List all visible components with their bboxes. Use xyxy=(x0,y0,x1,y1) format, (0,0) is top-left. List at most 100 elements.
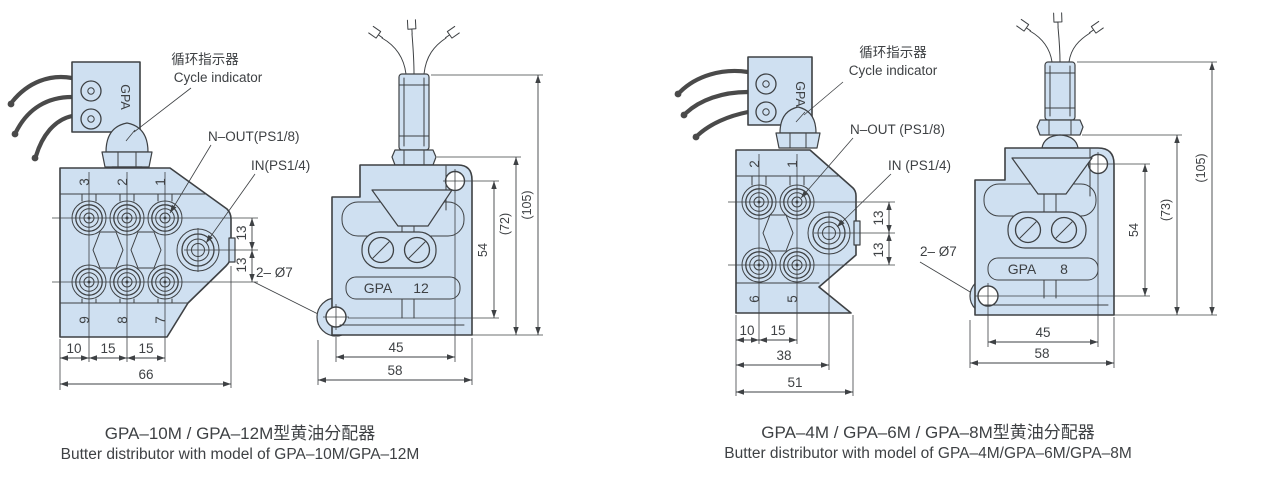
model-size: 8 xyxy=(1060,261,1068,277)
port-channels xyxy=(751,175,805,186)
port-number: 3 xyxy=(77,178,92,186)
cycle-indicator-label-cn: 循环指示器 xyxy=(171,52,239,67)
dim-label: 13 xyxy=(234,225,249,240)
cycle-indicator-label-en: Cycle indicator xyxy=(174,70,263,85)
dim-label: 45 xyxy=(388,340,403,355)
hex-relief xyxy=(92,231,124,269)
dimension-side: (105) (72) 54 45 58 xyxy=(318,75,541,383)
wire-leads xyxy=(7,75,75,162)
side-body-relief xyxy=(983,157,1109,306)
dimension-total-width: 51 xyxy=(736,375,853,395)
n-out-label: N–OUT (PS1/8) xyxy=(850,122,945,137)
leader-line xyxy=(803,81,844,116)
gpa8-front-view: GPA xyxy=(674,56,895,396)
dim-label: 13 xyxy=(871,242,886,257)
caption-cn: GPA–4M / GPA–6M / GPA–8M型黄油分配器 xyxy=(761,423,1094,442)
cycle-indicator-label-cn: 循环指示器 xyxy=(859,45,927,60)
port-number: 9 xyxy=(77,316,92,324)
dim-label: 38 xyxy=(776,348,791,363)
dim-label: 66 xyxy=(138,367,153,382)
port-number: 1 xyxy=(153,178,168,186)
leader-tick xyxy=(795,111,806,123)
dim-label: 15 xyxy=(100,341,115,356)
extension-lines xyxy=(969,61,1217,368)
port-channels xyxy=(81,193,173,304)
leader-line xyxy=(205,173,256,244)
model-size: 12 xyxy=(413,280,429,296)
screw xyxy=(1014,216,1042,244)
gpa8-side-view: GPA 8 (105) (73) 54 45 58 xyxy=(969,12,1217,368)
dimension-total-width: 66 xyxy=(60,367,231,387)
screw xyxy=(367,236,395,264)
dim-label: 58 xyxy=(1034,346,1049,361)
hex-relief xyxy=(130,231,162,269)
dimension-port-spacing: 13 13 xyxy=(234,218,255,282)
side-body-relief xyxy=(339,189,465,326)
cable-gland xyxy=(1036,61,1084,149)
dim-label: 10 xyxy=(66,341,81,356)
dim-label: (73) xyxy=(1159,199,1173,221)
dim-label: 54 xyxy=(1127,223,1141,237)
cable-gland xyxy=(391,73,437,166)
dimension-side: (105) (73) 54 45 58 xyxy=(970,62,1215,366)
dim-label: 15 xyxy=(770,323,785,338)
leader-line xyxy=(133,87,192,133)
dim-label: 13 xyxy=(234,257,249,272)
port-number: 8 xyxy=(115,316,130,324)
extension-lines xyxy=(317,74,543,385)
dim-label: 51 xyxy=(787,375,802,390)
distributor-body xyxy=(735,149,857,314)
dim-label: 45 xyxy=(1035,325,1050,340)
port-number: 2 xyxy=(115,178,130,186)
screw xyxy=(1050,216,1078,244)
mounting-holes-label: 2– Ø7 xyxy=(920,244,957,259)
wire-leads xyxy=(368,19,460,75)
dim-label: 54 xyxy=(476,243,490,257)
centerlines xyxy=(728,154,895,396)
mounting-holes-label: 2– Ø7 xyxy=(256,265,293,280)
dimension-width-row: 10 15 15 xyxy=(60,341,165,361)
dim-label: 15 xyxy=(138,341,153,356)
connector-label: GPA xyxy=(118,84,132,110)
inlet-label: IN(PS1/4) xyxy=(251,158,310,173)
gpa8-annotations: 循环指示器 Cycle indicator N–OUT (PS1/8) IN (… xyxy=(800,45,998,309)
leader-line xyxy=(836,173,892,228)
dim-label: (72) xyxy=(498,213,512,235)
gpa12-annotations: 循环指示器 Cycle indicator N–OUT(PS1/8) IN(PS… xyxy=(133,52,347,329)
wire-leads xyxy=(674,68,751,141)
port-number: 1 xyxy=(785,160,800,168)
caption-en: Butter distributor with model of GPA–4M/… xyxy=(724,445,1131,462)
n-out-label: N–OUT(PS1/8) xyxy=(208,129,300,144)
port-number: 2 xyxy=(747,160,762,168)
leader-tick xyxy=(125,129,136,142)
connector-label: GPA xyxy=(793,81,807,107)
screw xyxy=(403,236,431,264)
caption-en: Butter distributor with model of GPA–10M… xyxy=(61,446,420,463)
dim-label: (105) xyxy=(520,190,534,219)
model-name: GPA xyxy=(1008,261,1037,277)
leader-line xyxy=(169,144,212,214)
port-number: 5 xyxy=(785,295,800,303)
dim-label: (105) xyxy=(1194,153,1208,182)
dimension-mid-width: 38 xyxy=(736,348,829,368)
cycle-indicator-label-en: Cycle indicator xyxy=(849,63,938,78)
gpa12-front-view: GPA xyxy=(7,61,258,390)
distributor-body xyxy=(59,167,232,338)
leader-line xyxy=(800,137,854,199)
connector-terminal xyxy=(755,73,777,123)
wire-leads xyxy=(1016,12,1104,63)
caption-cn: GPA–10M / GPA–12M型黄油分配器 xyxy=(105,424,376,443)
dimension-port-spacing: 13 13 xyxy=(871,202,892,265)
connector-terminal xyxy=(80,80,102,130)
inlet-label: IN (PS1/4) xyxy=(888,158,951,173)
port-number: 7 xyxy=(153,316,168,324)
dim-label: 13 xyxy=(871,210,886,225)
model-name: GPA xyxy=(364,280,393,296)
panel-gpa8: GPA xyxy=(674,12,1217,462)
gpa12-side-view: GPA 12 (105) (72) 54 45 58 xyxy=(316,19,543,385)
cycle-indicator-dome xyxy=(775,106,821,149)
panel-gpa12: GPA xyxy=(7,19,543,463)
dimension-width-row: 10 15 xyxy=(736,323,797,343)
